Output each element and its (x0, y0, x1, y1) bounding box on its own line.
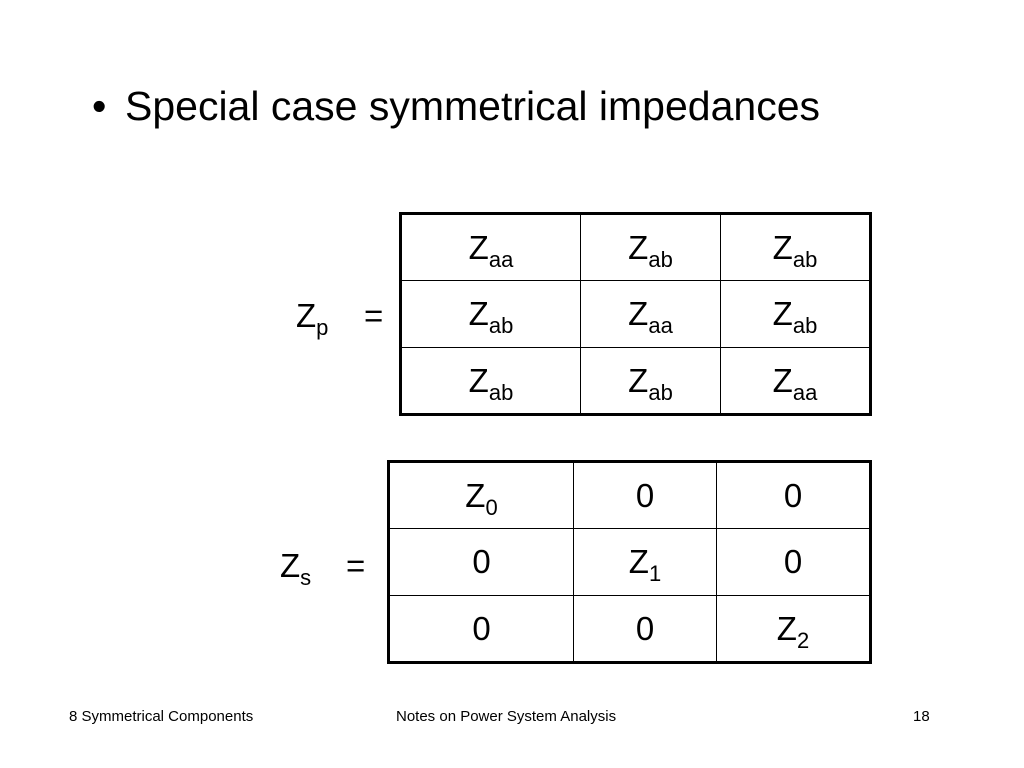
zs-equals-sign: = (346, 547, 366, 584)
zp-matrix-cell: Zab (720, 213, 871, 281)
zp-matrix-cell: Zab (580, 347, 721, 415)
zs-cell-subscript: 2 (796, 627, 810, 653)
zs-cell-symbol: Z (776, 609, 797, 647)
zp-matrix-cell: Zaa (400, 213, 581, 281)
bullet-symbol: • (92, 83, 107, 129)
zs-cell-symbol: 0 (783, 476, 803, 514)
zp-label-sub: p (316, 315, 329, 340)
zs-matrix-cell: 0 (388, 528, 574, 596)
zs-matrix-cell: 0 (573, 595, 717, 663)
zs-cell-symbol: 0 (635, 609, 655, 647)
zp-cell-subscript: ab (488, 313, 514, 338)
zs-matrix-cell: 0 (573, 461, 717, 529)
zp-cell-subscript: ab (792, 246, 818, 272)
zp-cell-subscript: ab (792, 313, 818, 338)
zp-cell-subscript: aa (648, 313, 673, 338)
zp-cell-symbol: Z (772, 228, 793, 266)
footer-page-number: 18 (913, 708, 930, 725)
bullet-text: Special case symmetrical impedances (125, 83, 820, 129)
zs-label-main: Z (280, 547, 301, 584)
zp-cell-symbol: Z (468, 361, 489, 399)
footer-title: Notes on Power System Analysis (396, 708, 617, 725)
zs-cell-symbol: 0 (783, 543, 803, 580)
zs-cell-symbol: 0 (635, 476, 655, 514)
zp-label: Zp (296, 296, 328, 339)
zp-cell-subscript: ab (488, 379, 514, 405)
zs-matrix-cell: 0 (388, 595, 574, 663)
zp-label-main: Z (296, 297, 317, 334)
zs-cell-subscript: 1 (648, 561, 662, 586)
zp-cell-symbol: Z (628, 295, 649, 332)
zs-cell-symbol: Z (628, 543, 649, 580)
slide-bullet: • Special case symmetrical impedances (92, 78, 820, 134)
zs-matrix-cell: 0 (716, 528, 871, 596)
zs-label-sub: s (300, 565, 312, 590)
zp-matrix-cell: Zab (400, 347, 581, 415)
zp-cell-symbol: Z (628, 361, 649, 399)
zp-cell-symbol: Z (468, 228, 489, 266)
zp-cell-symbol: Z (772, 361, 793, 399)
zp-cell-symbol: Z (468, 295, 489, 332)
zs-matrix-cell: Z2 (716, 595, 871, 663)
zs-cell-subscript: 0 (485, 494, 498, 520)
zp-matrix-cell: Zaa (720, 347, 871, 415)
zp-matrix-cell: Zab (720, 280, 871, 348)
zp-cell-symbol: Z (628, 228, 649, 266)
footer-chapter: 8 Symmetrical Components (69, 708, 254, 725)
zs-cell-symbol: 0 (472, 609, 491, 647)
zp-cell-subscript: ab (648, 379, 673, 405)
zp-matrix-cell: Zaa (580, 280, 721, 348)
zs-matrix-row: 0 Z1 0 (388, 528, 871, 596)
zp-cell-subscript: aa (488, 246, 514, 272)
zp-equals-sign: = (364, 297, 384, 334)
zs-cell-symbol: 0 (472, 543, 491, 580)
zs-matrix-row: 0 0 Z2 (388, 595, 871, 663)
zp-cell-subscript: aa (792, 379, 818, 405)
zs-cell-symbol: Z (465, 476, 486, 514)
zp-matrix-cell: Zab (400, 280, 581, 348)
zs-matrix-cell: Z1 (573, 528, 717, 596)
zp-cell-symbol: Z (772, 295, 793, 332)
zp-matrix-cell: Zab (580, 213, 721, 281)
zs-label: Zs (280, 546, 311, 589)
zs-matrix-cell: Z0 (388, 461, 574, 529)
zp-cell-subscript: ab (648, 246, 673, 272)
zs-matrix-cell: 0 (716, 461, 871, 529)
